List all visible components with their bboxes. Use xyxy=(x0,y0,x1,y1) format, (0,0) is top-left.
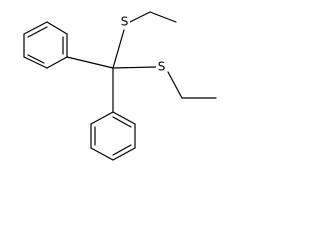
bond-ring2-inner-2 xyxy=(112,144,132,156)
bond-center-to-s-lower xyxy=(112,66,157,69)
sulfur-lower-background xyxy=(156,60,167,75)
bond-ring1-1 xyxy=(23,21,48,35)
sulfur-upper-background xyxy=(119,14,130,29)
bond-ring2-inner-3 xyxy=(112,116,132,128)
bond-ring2-1 xyxy=(90,111,114,125)
bond-center-to-s-upper xyxy=(112,29,125,69)
sulfur-upper-label: S xyxy=(121,15,129,29)
bond-upper-ch2-ch3 xyxy=(149,11,177,23)
bond-ring1-4 xyxy=(46,56,68,69)
phenyl-ring-lower xyxy=(90,111,136,161)
bond-ring1-inner-1 xyxy=(27,26,48,38)
bond-ring1-inner-3 xyxy=(27,54,45,64)
bond-ring2-6 xyxy=(112,111,136,125)
bond-ring1-5 xyxy=(23,56,48,69)
bond-ring1-to-center xyxy=(66,56,114,69)
molecule-diagram: S S xyxy=(23,11,217,161)
bond-ring2-4 xyxy=(112,147,136,161)
structure-canvas: S S xyxy=(23,11,217,161)
bond-s-lower-ch2 xyxy=(167,71,183,99)
bond-s-upper-ch2 xyxy=(129,11,151,23)
sulfur-lower-label: S xyxy=(158,60,166,74)
phenyl-ring-upper xyxy=(23,21,68,69)
bond-ring1-2 xyxy=(46,21,68,35)
bond-ring2-3 xyxy=(90,147,114,161)
